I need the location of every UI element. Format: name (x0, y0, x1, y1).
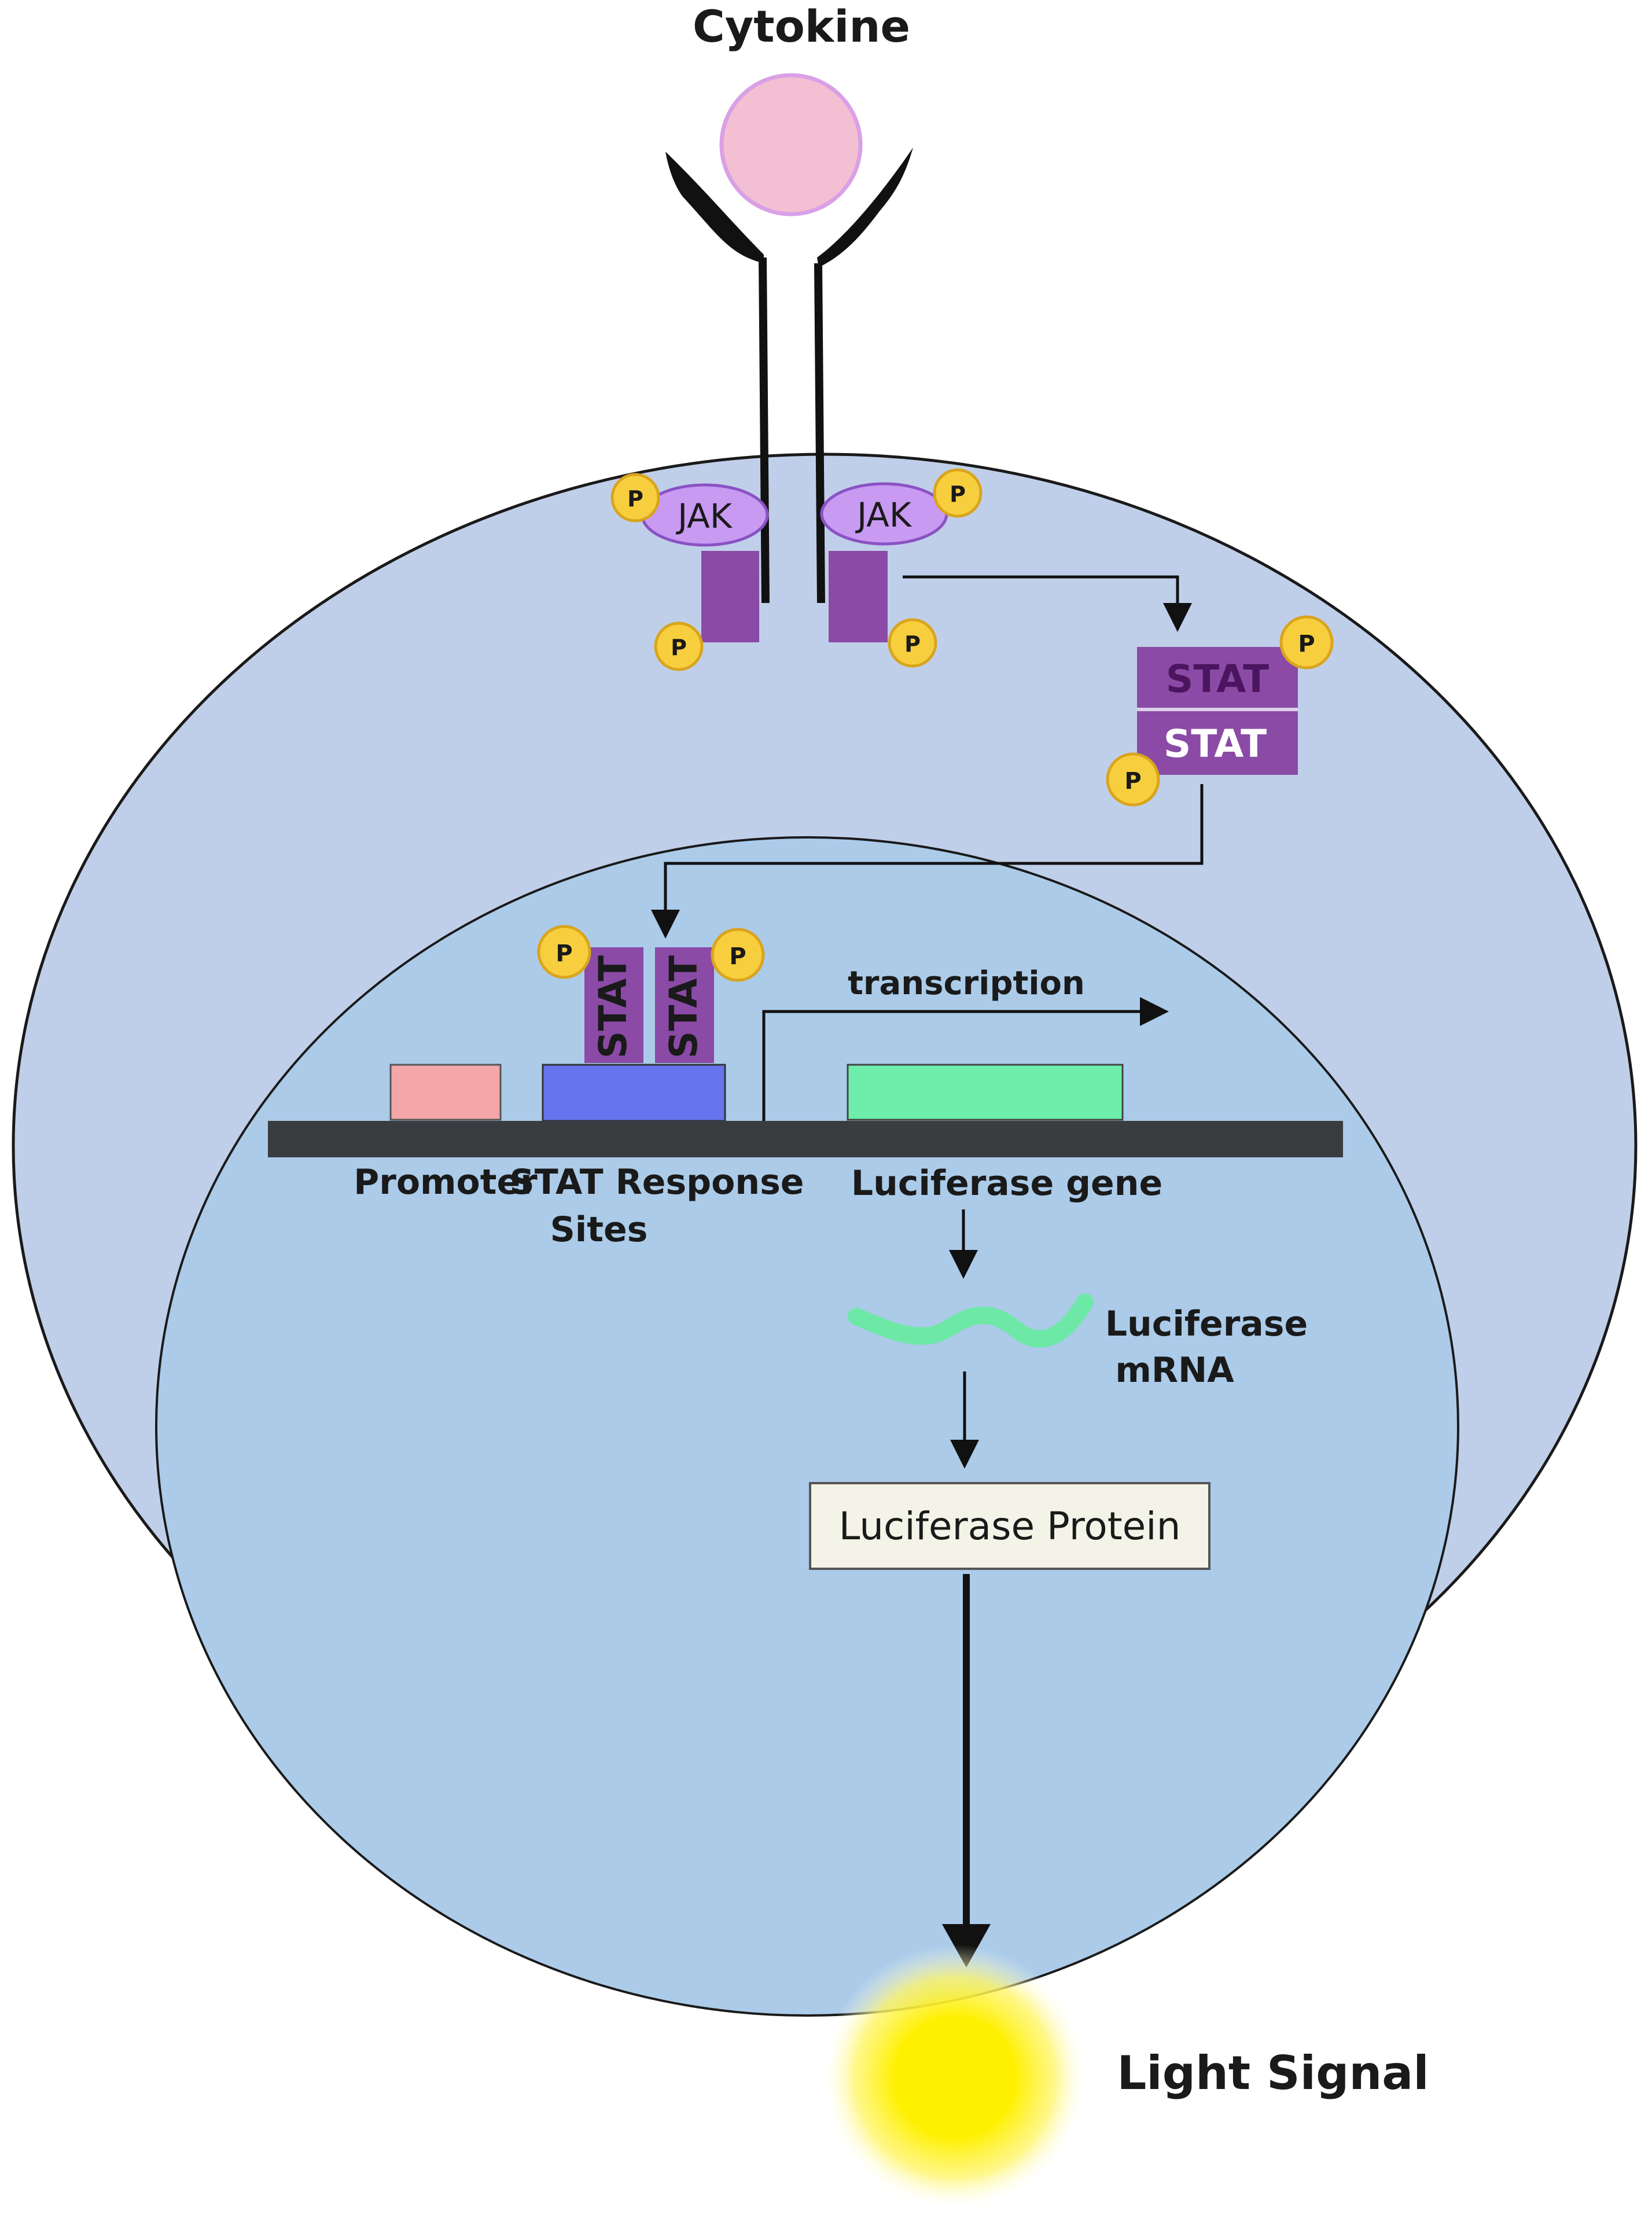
luciferase-protein-label: Luciferase Protein (839, 1504, 1181, 1549)
stat-response-label-line1: STAT Response (510, 1162, 804, 1202)
phospho-jak-right: P (933, 468, 983, 518)
luciferase-gene-label: Luciferase gene (851, 1163, 1162, 1204)
dna-strand (268, 1121, 1343, 1157)
phospho-stat-right: P (711, 928, 765, 982)
stat-response-site-box (542, 1064, 726, 1122)
phospho-label: P (1124, 768, 1141, 795)
stat-response-label-line2: Sites (550, 1209, 648, 1250)
cytokine-label: Cytokine (693, 1, 910, 52)
phospho-label: P (671, 635, 687, 660)
light-signal-glow (822, 1944, 1088, 2211)
receptor-right-stem (814, 263, 825, 604)
transcription-label: transcription (848, 965, 1085, 1002)
light-signal-label: Light Signal (1117, 2046, 1429, 2100)
luciferase-mrna-label-line2: mRNA (1115, 1350, 1234, 1391)
jak-right-label: JAK (855, 495, 913, 535)
receptor-right-arm (817, 148, 913, 267)
transcription-arrow (762, 997, 1169, 1123)
receptor-left-arm (665, 152, 764, 263)
stat-right-label: STAT (661, 955, 706, 1058)
phospho-label: P (950, 481, 966, 507)
jak-left-label: JAK (676, 497, 733, 536)
phospho-label: P (555, 940, 572, 967)
receptor-right-box (829, 551, 888, 642)
receptor-left-box (701, 551, 759, 642)
stat-top-label: STAT (1166, 657, 1269, 701)
phospho-stat-left: P (537, 925, 591, 979)
phospho-receptor-right: P (888, 618, 937, 668)
stat-dimer-nucleus: STAT STAT (584, 947, 714, 1063)
stat-bottom-label: STAT (1164, 722, 1267, 766)
luciferase-mrna-label-line1: Luciferase (1105, 1304, 1308, 1344)
receptor-left-stem (759, 257, 770, 604)
arrow-stat-to-dna (651, 784, 1204, 939)
phospho-stat-bottom: P (1106, 752, 1160, 807)
luciferase-protein-box (809, 1482, 1211, 1570)
jak-right: JAK (820, 482, 948, 546)
luciferase-gene-box (847, 1064, 1124, 1121)
phospho-receptor-left: P (654, 621, 704, 671)
stat-dimer-cytoplasm: STAT STAT (1137, 647, 1298, 775)
phospho-stat-top: P (1279, 615, 1334, 670)
promoter-label: Promoter (354, 1162, 538, 1202)
luciferase-mrna-strand (848, 1293, 1094, 1348)
phospho-label: P (904, 631, 921, 657)
phospho-jak-left: P (610, 473, 660, 523)
arrow-receptor-to-stat (903, 575, 1192, 632)
phospho-label: P (1298, 631, 1315, 657)
promoter-box (389, 1064, 502, 1121)
phospho-label: P (729, 943, 746, 970)
jak-left: JAK (641, 483, 769, 547)
stat-left-label: STAT (591, 955, 635, 1058)
nucleus (155, 836, 1459, 2017)
cytokine-molecule (719, 73, 863, 216)
phospho-label: P (627, 486, 643, 512)
